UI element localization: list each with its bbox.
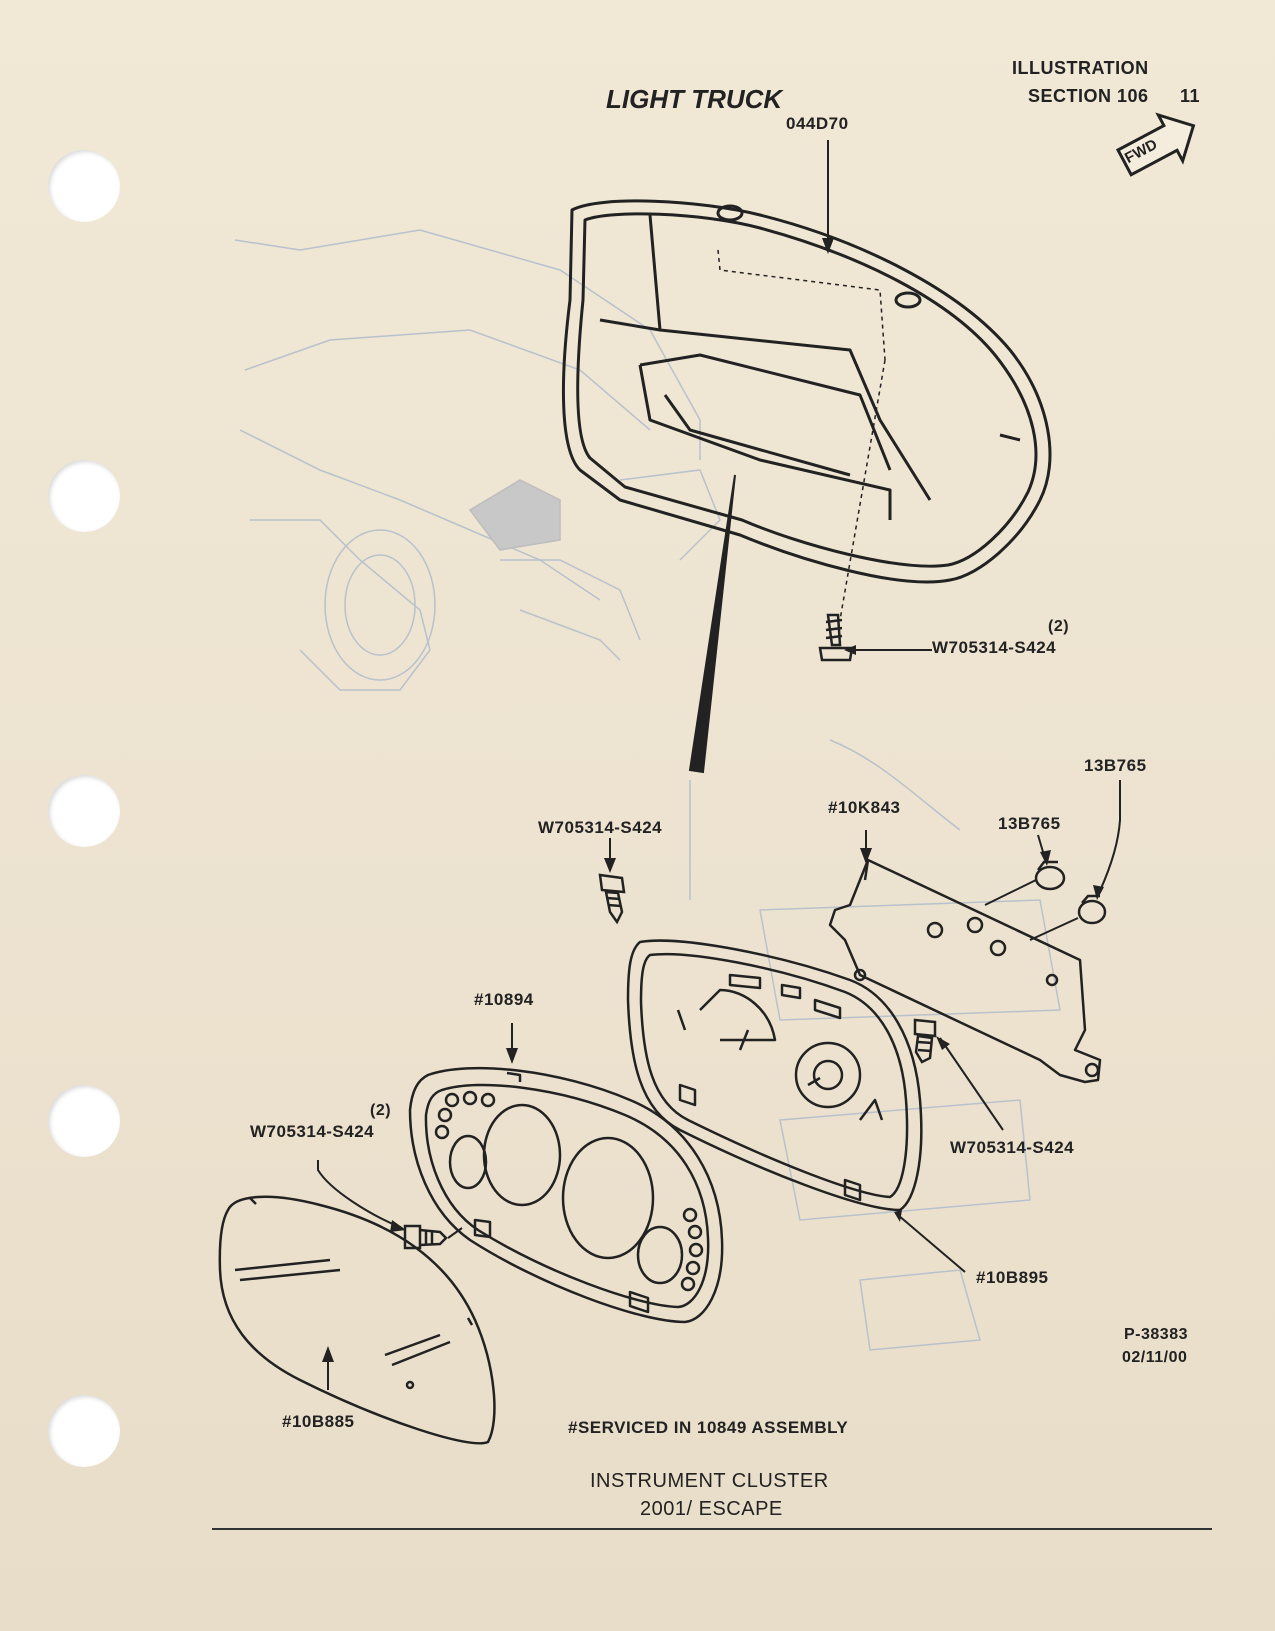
arrowhead	[506, 1048, 518, 1064]
binder-hole	[48, 775, 120, 847]
cluster-mask-icon	[408, 1066, 724, 1324]
callout-printed-circuit: #10K843	[828, 798, 901, 817]
header-category: ILLUSTRATION	[1012, 58, 1149, 78]
callout-screw-top: W705314-S424	[932, 638, 1057, 657]
install-path	[447, 1227, 463, 1239]
callout-case: #10B895	[976, 1268, 1049, 1287]
callout-mask: #10894	[474, 990, 534, 1009]
cluster-case-icon	[626, 939, 923, 1212]
arrowhead	[1040, 850, 1051, 866]
header-section: SECTION 106	[1028, 86, 1149, 106]
arrowhead	[390, 1220, 406, 1232]
printed-circuit-icon	[828, 858, 1102, 1084]
caption-line-2: 2001/ ESCAPE	[640, 1498, 783, 1520]
figure-id: P-38383	[1124, 1326, 1188, 1343]
cluster-lens-icon	[218, 1195, 496, 1445]
callout-lens: #10B885	[282, 1412, 355, 1431]
callout-screw-left-mid: W705314-S424	[538, 818, 663, 837]
screw-path	[839, 359, 886, 621]
arrowhead	[1093, 885, 1104, 900]
install-path	[1029, 917, 1079, 941]
screw-icon	[598, 873, 626, 925]
leader-line	[1097, 780, 1121, 896]
bulb-socket-icon	[1034, 860, 1066, 891]
leader-line	[897, 1214, 966, 1273]
hidden-line	[717, 249, 886, 361]
leader-line	[317, 1160, 403, 1229]
binder-hole	[48, 150, 120, 222]
bulb-socket-icon	[1077, 894, 1107, 925]
callout-bezel: 044D70	[786, 114, 849, 133]
footer-rule	[212, 1528, 1212, 1530]
service-note: #SERVICED IN 10849 ASSEMBLY	[568, 1418, 849, 1437]
leader-line	[939, 1037, 1004, 1131]
arrowhead	[844, 645, 856, 655]
callout-screw-lower: W705314-S424	[250, 1122, 375, 1141]
arrowhead	[604, 858, 616, 873]
screw-icon	[913, 1018, 937, 1064]
fwd-arrow-icon	[1115, 112, 1196, 177]
callout-bulb-mid: 13B765	[998, 814, 1061, 833]
screw-icon	[818, 613, 854, 662]
binder-hole	[48, 1395, 120, 1467]
binder-hole	[48, 460, 120, 532]
assembly-wedge-arrow	[688, 474, 736, 774]
figure-date: 02/11/00	[1122, 1349, 1188, 1366]
callout-screw-lower-qty: (2)	[370, 1102, 392, 1119]
arrowhead	[822, 238, 834, 254]
callout-bulb-right: 13B765	[1084, 756, 1147, 775]
callout-screw-right-mid: W705314-S424	[950, 1138, 1075, 1157]
arrowhead	[860, 848, 872, 864]
binder-hole	[48, 1085, 120, 1157]
vehicle-background-sketch	[234, 229, 1061, 1351]
arrowhead	[936, 1036, 950, 1050]
cluster-finish-panel-icon	[561, 199, 1052, 584]
arrowhead	[894, 1210, 902, 1222]
page-title: LIGHT TRUCK	[606, 84, 783, 114]
header-page-number: 11	[1180, 86, 1201, 106]
install-path	[984, 879, 1037, 906]
arrowhead	[322, 1346, 334, 1362]
callout-screw-top-qty: (2)	[1048, 618, 1070, 635]
caption-line-1: INSTRUMENT CLUSTER	[590, 1470, 829, 1492]
